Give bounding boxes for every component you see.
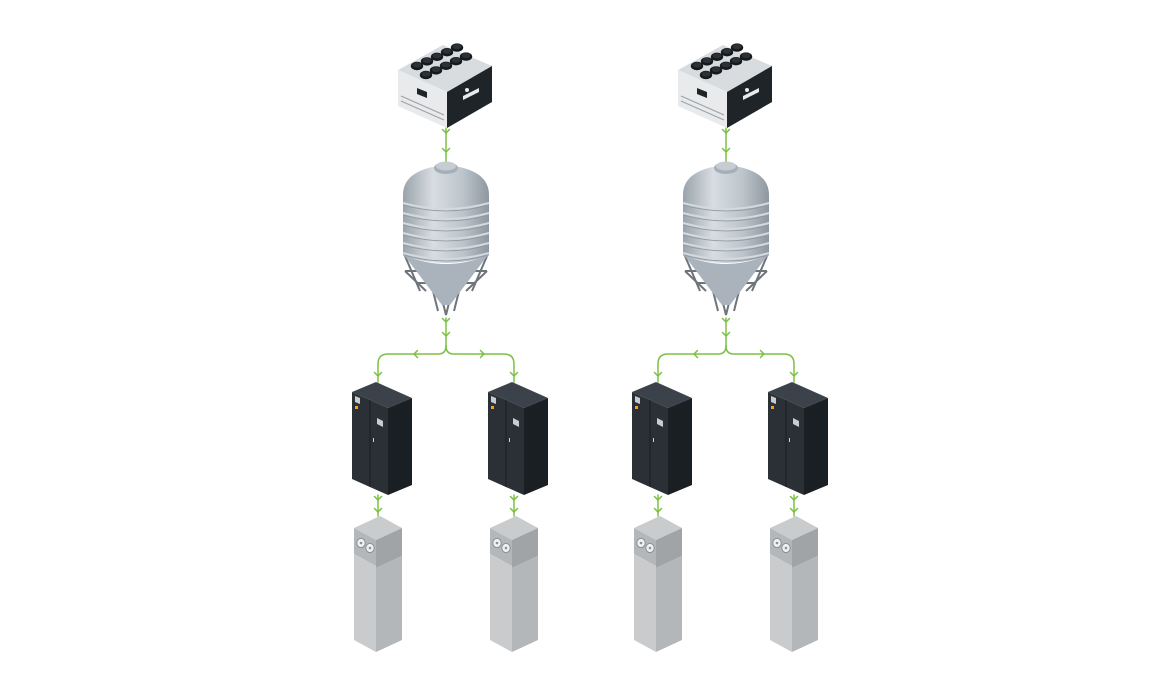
connector-arrow xyxy=(721,147,731,153)
connector-arrow xyxy=(413,349,419,359)
connector-arrow xyxy=(653,371,663,377)
connector-arrow xyxy=(509,371,519,377)
buffer-tank-2 xyxy=(682,161,770,316)
crac-unit-1-1 xyxy=(352,382,412,495)
tank-leg xyxy=(442,302,450,316)
dry-cooler-1-2 xyxy=(490,516,538,652)
crac-unit-1-2 xyxy=(488,382,548,495)
connector-arrow xyxy=(721,128,731,134)
connector-arrow xyxy=(789,371,799,377)
connector-arrow xyxy=(441,147,451,153)
tank-leg xyxy=(751,255,768,292)
connector-arrow xyxy=(509,507,519,513)
chiller-unit-1 xyxy=(398,43,492,128)
connector-arrow xyxy=(373,495,383,501)
connector-arrow xyxy=(653,507,663,513)
connector-arrow xyxy=(441,128,451,134)
tank-leg xyxy=(404,270,427,292)
unit-layer xyxy=(352,43,828,652)
connector-line xyxy=(377,345,447,383)
connector-arrow xyxy=(789,495,799,501)
connector-arrow xyxy=(373,507,383,513)
connector-arrow xyxy=(721,317,731,323)
connector-arrow xyxy=(653,495,663,501)
connector-arrow xyxy=(441,317,451,323)
tank-leg xyxy=(471,255,488,292)
dry-cooler-2-1 xyxy=(634,516,682,652)
dry-cooler-1-1 xyxy=(354,516,402,652)
dry-cooler-2-2 xyxy=(770,516,818,652)
tank-leg xyxy=(684,255,701,292)
connector-layer xyxy=(373,127,799,517)
status-light xyxy=(491,406,494,409)
tank-leg xyxy=(722,302,730,316)
connector-arrow xyxy=(479,349,485,359)
connector-arrow xyxy=(693,349,699,359)
connector-arrow xyxy=(789,507,799,513)
crac-unit-2-1 xyxy=(632,382,692,495)
buffer-tank-1 xyxy=(402,161,490,316)
tank-leg xyxy=(684,270,707,292)
tank-leg xyxy=(404,255,421,292)
status-light xyxy=(771,406,774,409)
connector-arrow xyxy=(759,349,765,359)
tank-leg xyxy=(745,270,768,292)
status-light xyxy=(355,406,358,409)
connector-line xyxy=(445,345,515,383)
connector-arrow xyxy=(373,371,383,377)
chiller-unit-2 xyxy=(678,43,772,128)
connector-arrow xyxy=(441,331,451,337)
connector-arrow xyxy=(509,495,519,501)
crac-unit-2-2 xyxy=(768,382,828,495)
connector-arrow xyxy=(721,331,731,337)
status-light xyxy=(635,406,638,409)
connector-line xyxy=(725,345,795,383)
tank-leg xyxy=(465,270,488,292)
connector-line xyxy=(657,345,727,383)
